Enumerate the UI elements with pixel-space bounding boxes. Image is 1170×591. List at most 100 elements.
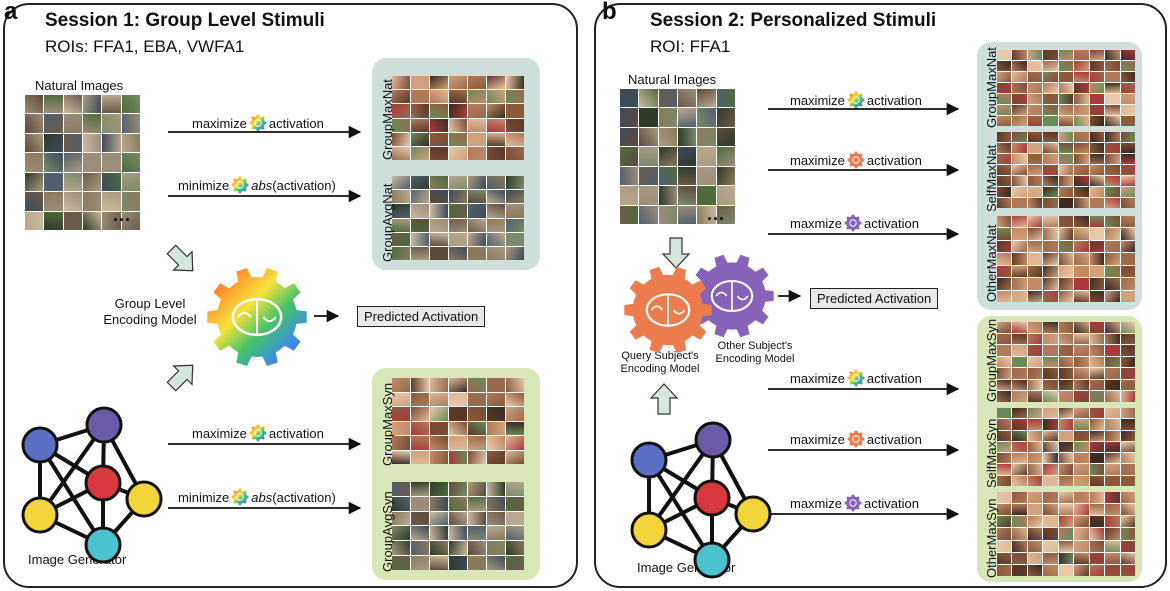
image-tile [1027, 453, 1043, 464]
image-tile [1027, 61, 1043, 71]
image-tile [468, 104, 486, 118]
image-tile [487, 556, 505, 570]
image-tile [997, 154, 1012, 164]
image-tile [1043, 278, 1058, 290]
image-tile [620, 127, 639, 147]
image-tile [487, 421, 505, 435]
image-tile [1074, 322, 1089, 333]
image-tile [1012, 504, 1027, 516]
image-tile [411, 496, 429, 511]
image-tile [468, 450, 486, 464]
image-tile [411, 118, 429, 132]
rainbow-gear-icon [249, 424, 267, 445]
image-tile [468, 132, 486, 146]
image-tile [620, 205, 639, 224]
image-tile [997, 516, 1012, 528]
image-tile [1089, 453, 1105, 464]
image-tile [1120, 154, 1135, 164]
image-tile [487, 146, 505, 160]
image-tile [1012, 116, 1027, 126]
image-tile [1043, 116, 1058, 126]
image-tile [430, 118, 448, 132]
image-tile [1012, 94, 1027, 104]
image-tile [1089, 528, 1105, 540]
image-tile [1089, 475, 1105, 486]
image-tile [1074, 504, 1089, 516]
image-tile [411, 421, 429, 435]
image-tile [1120, 430, 1135, 441]
image-tile [1043, 253, 1058, 265]
image-tile [997, 143, 1012, 153]
image-tile [506, 378, 524, 392]
image-tile [1058, 176, 1074, 186]
image-tile [1074, 187, 1089, 197]
image-tile [1105, 419, 1120, 430]
image-tile [1043, 368, 1058, 379]
image-tile [1012, 187, 1027, 197]
image-tile [1105, 391, 1120, 402]
orange-gear-icon [847, 430, 865, 451]
image-tile [1089, 464, 1105, 475]
image-tile [997, 61, 1012, 71]
image-tile [1027, 408, 1043, 419]
image-tile [1089, 94, 1105, 104]
image-tile [1120, 379, 1135, 391]
image-tile [25, 172, 44, 192]
image-tile [411, 104, 429, 118]
image-tile [697, 186, 716, 205]
image-tile [697, 205, 716, 224]
image-tile [1027, 176, 1043, 186]
image-tile [997, 391, 1012, 402]
image-tile [1120, 564, 1135, 576]
image-tile [1012, 132, 1027, 142]
image-tile [1043, 143, 1058, 153]
image-tile [1027, 50, 1043, 60]
image-tile [1058, 278, 1074, 290]
image-tile [1105, 240, 1120, 253]
image-tile [1105, 464, 1120, 475]
rainbow-gear-icon [847, 369, 865, 390]
image-tile [392, 118, 410, 132]
image-tile [411, 76, 429, 90]
image-tile [1058, 516, 1074, 528]
image-tile [1058, 165, 1074, 175]
image-tile [411, 246, 429, 260]
self-max-syn-grid [997, 408, 1135, 486]
image-tile [1120, 116, 1135, 126]
image-tile [392, 104, 410, 118]
image-tile [1089, 253, 1105, 265]
image-tile [1043, 475, 1058, 486]
image-tile [1120, 176, 1135, 186]
image-tile [997, 265, 1012, 278]
image-tile [1043, 176, 1058, 186]
image-tile [506, 526, 524, 541]
image-tile [1105, 441, 1120, 453]
image-tile [1043, 105, 1058, 115]
panel-a-letter: a [4, 0, 18, 25]
image-tile [716, 147, 735, 166]
image-tile [1105, 72, 1120, 82]
image-tile [1027, 516, 1043, 528]
image-tile [1120, 345, 1135, 356]
image-tile [1012, 564, 1027, 576]
image-tile [392, 176, 410, 190]
image-tile [1074, 464, 1089, 475]
image-tile [392, 482, 410, 496]
rainbow-gear-icon [249, 114, 267, 135]
image-tile [1058, 290, 1074, 302]
image-tile [449, 511, 467, 526]
image-tile [1120, 187, 1135, 197]
image-tile [1027, 94, 1043, 104]
image-tile [1074, 379, 1089, 391]
image-tile [468, 407, 486, 421]
image-tile [1089, 228, 1105, 240]
image-tile [1089, 391, 1105, 402]
image-tile [487, 232, 505, 246]
image-tile [468, 218, 486, 232]
image-tile [1074, 216, 1089, 228]
image-tile [392, 541, 410, 556]
image-tile [639, 108, 658, 127]
